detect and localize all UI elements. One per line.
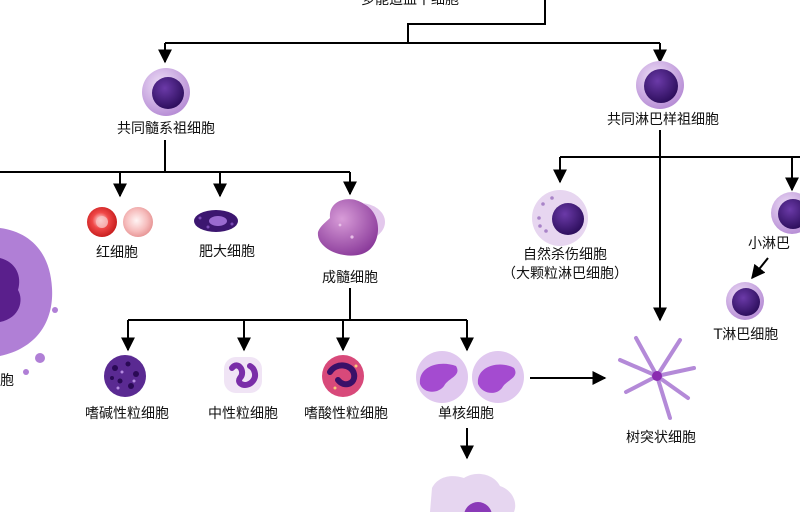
label-basophil: 嗜碱性粒细胞	[85, 406, 169, 422]
megakaryocyte-cell	[0, 228, 58, 375]
label-myeloblast: 成髓细胞	[322, 270, 378, 286]
label-dendritic-cell: 树突状细胞	[626, 430, 696, 446]
connector-line	[407, 0, 546, 43]
nk-cell	[532, 190, 588, 246]
label-neutrophil: 中性粒细胞	[208, 406, 278, 422]
lymphoid-progenitor-cell	[636, 61, 684, 109]
connector-lines	[0, 0, 800, 460]
myeloid-progenitor-cell	[142, 68, 190, 116]
t-lymphocyte-cell	[726, 282, 764, 320]
myeloblast-cell	[317, 199, 385, 256]
erythrocyte-cells	[87, 207, 153, 237]
monocyte-cells	[416, 351, 524, 403]
macrophage-cell	[430, 473, 516, 512]
label-myeloid-progenitor: 共同髓系祖细胞	[117, 121, 215, 137]
label-eosinophil: 嗜酸性粒细胞	[304, 406, 388, 422]
label-lymphoid-progenitor: 共同淋巴样祖细胞	[607, 112, 719, 128]
eosinophil-cell	[322, 355, 364, 397]
connector-line	[0, 140, 166, 173]
label-left-edge-partial: 胞	[0, 373, 14, 389]
label-small-lymphocyte-partial: 小淋巴	[748, 236, 790, 252]
label-top-partial: 多能造血干细胞	[361, 0, 459, 8]
small-lymphocyte-cell	[771, 192, 800, 234]
label-mast-cell: 肥大细胞	[199, 244, 255, 260]
label-nk-cell-note: （大颗粒淋巴细胞）	[502, 266, 628, 282]
label-monocyte: 单核细胞	[438, 406, 494, 422]
arrow	[751, 257, 769, 280]
label-t-lymphocyte: T淋巴细胞	[713, 327, 779, 343]
mast-cell	[194, 210, 238, 232]
label-erythrocyte: 红细胞	[96, 245, 138, 261]
dendritic-cell	[618, 336, 696, 420]
basophil-cell	[104, 355, 146, 397]
label-nk-cell: 自然杀伤细胞	[523, 247, 607, 263]
neutrophil-cell	[224, 357, 262, 393]
